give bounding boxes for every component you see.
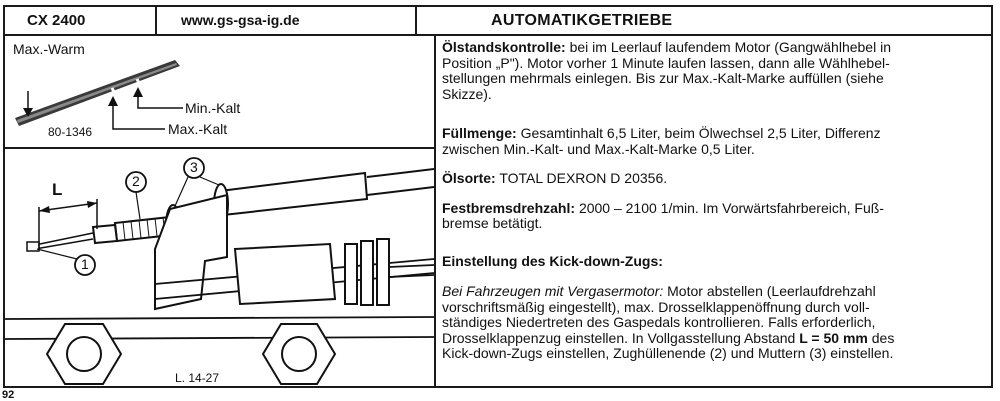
kickdown-heading: Einstellung des Kick-down-Zugs: [442, 252, 663, 269]
header-row: CX 2400 www.gs-gsa-ig.de AUTOMATIKGETRIE… [5, 7, 991, 36]
callout-3: 3 [190, 159, 198, 175]
callout-1: 1 [81, 256, 89, 272]
website-cell: www.gs-gsa-ig.de [157, 7, 417, 34]
oil-type-value: TOTAL DEXRON D 20356. [499, 170, 668, 186]
figure-ref-dipstick: 80-1346 [48, 125, 93, 139]
figure-ref-cable: L. 14-27 [175, 371, 220, 385]
instructions-column: Ölstandskontrolle: bei im Leerlauf laufe… [442, 39, 989, 362]
label-max-warm: Max.-Warm [13, 41, 85, 57]
mark-max-kalt [110, 87, 118, 97]
arrow-max-kalt [108, 96, 118, 106]
oil-check-paragraph: Ölstandskontrolle: bei im Leerlauf laufe… [442, 39, 989, 102]
dipstick-figure: Max.-Warm Min.-Kalt Max.-Kalt 80-1346 [5, 36, 434, 147]
kickdown-line-4-pre: Drosselklappenzug einstellen. In Vollgas… [442, 329, 796, 346]
label-max-kalt: Max.-Kalt [168, 121, 228, 137]
stall-speed-paragraph: Festbremsdrehzahl: 2000 – 2100 1/min. Im… [442, 199, 989, 232]
throttle-housing [233, 242, 337, 306]
kickdown-line-4-post: des [871, 329, 895, 346]
oil-check-line-1: bei im Leerlauf laufendem Motor (Gangwäh… [569, 39, 891, 55]
kickdown-line-3: ständiges Niedertreten des Gaspedals kon… [442, 314, 876, 330]
bracket [154, 193, 228, 311]
arrow-min-kalt [133, 87, 143, 97]
oil-check-line-2: Position „P"). Motor vorher 1 Minute lau… [442, 54, 890, 71]
kickdown-line-2: vorschriftsmäßig eingestellt), max. Dros… [442, 298, 870, 315]
oil-check-heading: Ölstandskontrolle: [442, 39, 566, 55]
inner-cable [34, 232, 94, 250]
page-number: 92 [2, 389, 15, 401]
fill-paragraph: Füllmenge: Gesamtinhalt 6,5 Liter, beim … [442, 125, 989, 157]
callout-circle-3 [183, 157, 205, 179]
kickdown-lead: Bei Fahrzeugen mit Vergasermotor: [442, 283, 664, 299]
spec-sheet: CX 2400 www.gs-gsa-ig.de AUTOMATIKGETRIE… [3, 5, 993, 388]
sheath-end [91, 223, 119, 245]
kickdown-paragraph: Bei Fahrzeugen mit Vergasermotor: Motor … [442, 283, 989, 362]
kickdown-drawing [5, 157, 434, 385]
kickdown-dimension: L = 50 mm [799, 329, 868, 346]
dipstick-drawing [15, 60, 183, 130]
dipstick-highlight [17, 63, 177, 123]
model-cell: CX 2400 [5, 7, 157, 34]
fill-heading: Füllmenge: [442, 125, 517, 141]
throttle-spool [376, 238, 390, 306]
oil-check-line-4: Skizze). [442, 85, 492, 102]
callout-circle-1 [74, 254, 96, 276]
kickdown-figure: L 1 2 3 L. 14-27 [5, 149, 434, 388]
figure-divider [5, 147, 435, 149]
oil-type-heading: Ölsorte: [442, 170, 496, 186]
stall-speed-heading: Festbremsdrehzahl: [442, 199, 576, 216]
oil-type-paragraph: Ölsorte: TOTAL DEXRON D 20356. [442, 170, 989, 187]
stall-speed-line-1: 2000 – 2100 1/min. Im Vorwärtsfahrbereic… [578, 199, 884, 216]
mark-min-kalt [135, 78, 143, 88]
column-divider [434, 34, 436, 388]
oil-check-line-3: stellungen mehrmals einlegen. Bis zur Ma… [442, 70, 884, 86]
dimension-L-label: L [52, 180, 63, 199]
cable-sheath [218, 171, 369, 217]
stall-speed-line-2: bremse betätigt. [442, 215, 543, 231]
kickdown-line-5: Kick-down-Zugs einstellen, Zughüllenende… [442, 345, 894, 361]
fill-line-2: zwischen Min.-Kalt- und Max.-Kalt-Marke … [442, 140, 755, 157]
arrow-max-warm [23, 108, 33, 117]
title-cell: AUTOMATIKGETRIEBE [491, 12, 673, 29]
callout-2: 2 [132, 173, 140, 189]
fill-line-1: Gesamtinhalt 6,5 Liter, beim Ölwechsel 2… [520, 125, 881, 141]
kickdown-line-1: Motor abstellen (Leerlaufdrehzahl [667, 283, 876, 299]
label-min-kalt: Min.-Kalt [185, 100, 241, 116]
